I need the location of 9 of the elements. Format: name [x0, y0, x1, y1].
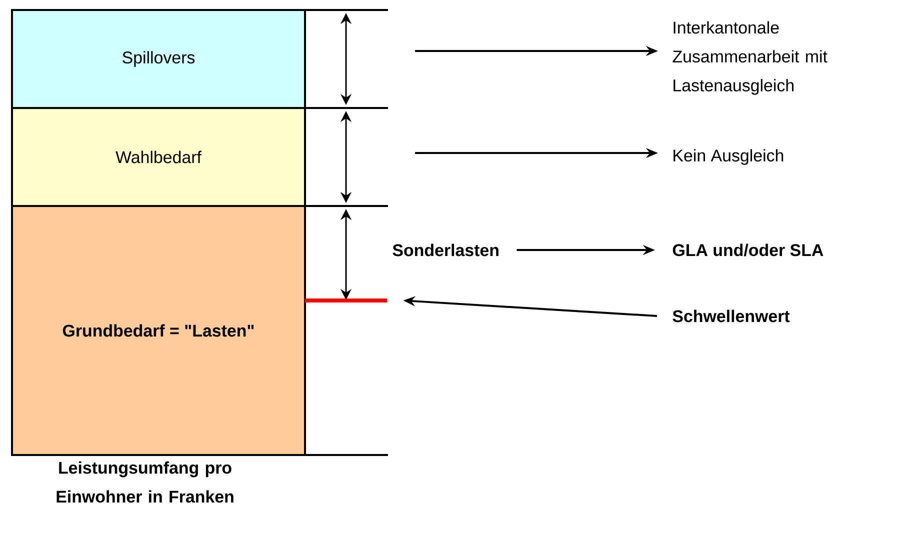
text-label: Interkantonale Zusammenarbeit mit Lastenausgleich	[672, 21, 828, 95]
text-label: Sonderlasten	[392, 244, 498, 256]
caption: Leistungsumfang pro Einwohner in Franken	[56, 461, 234, 503]
text-label: Kein Ausgleich	[674, 149, 784, 165]
level-box: Wahlbedarf	[11, 107, 306, 207]
level-box: Grundbedarf = "Lasten"	[11, 205, 306, 456]
text-label: GLA und/oder SLA	[672, 244, 824, 256]
level-box: Spillovers	[11, 9, 306, 109]
text-label: Schwellenwert	[672, 310, 790, 322]
